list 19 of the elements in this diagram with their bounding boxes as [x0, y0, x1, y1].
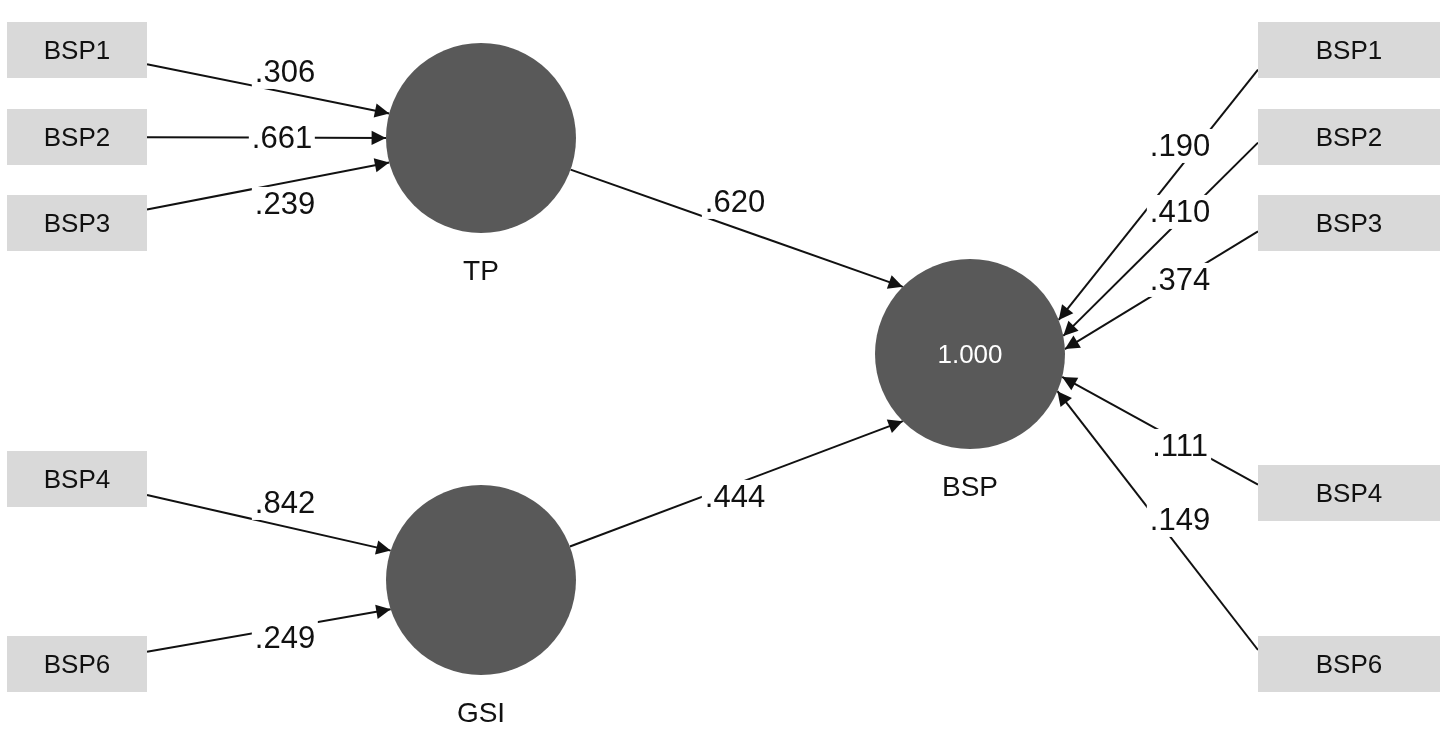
arrow — [146, 158, 391, 211]
arrow — [1056, 390, 1259, 651]
r-squared-value: 1.000 — [937, 338, 1003, 370]
indicator-box: BSP3 — [7, 195, 147, 251]
construct-label: GSI — [456, 697, 506, 729]
construct-label: BSP — [942, 471, 998, 503]
indicator-box: BSP2 — [7, 109, 147, 165]
arrow — [146, 494, 392, 555]
indicator-box: BSP1 — [7, 22, 147, 78]
arrow — [146, 63, 391, 118]
indicator-box: BSP4 — [7, 451, 147, 507]
arrow — [569, 168, 904, 289]
indicator-box: BSP6 — [7, 636, 147, 692]
indicator-box: BSP1 — [1258, 22, 1440, 78]
indicator-box: BSP3 — [1258, 195, 1440, 251]
indicator-box: BSP6 — [1258, 636, 1440, 692]
indicator-box: BSP2 — [1258, 109, 1440, 165]
construct-label: TP — [463, 255, 499, 287]
indicator-box: BSP4 — [1258, 465, 1440, 521]
